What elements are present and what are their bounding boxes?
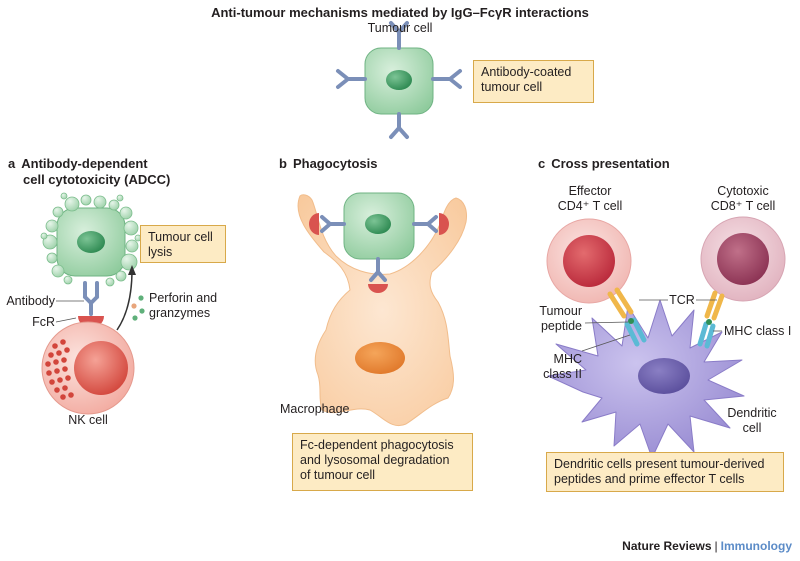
release-arrow <box>116 269 133 331</box>
phagocytosis-box: Fc-dependent phagocytosis and lysosomal … <box>292 433 473 491</box>
box-line: of tumour cell <box>300 468 376 482</box>
label-line: CD4⁺ T cell <box>557 199 623 213</box>
cytotoxic-granules <box>45 339 74 400</box>
panel-a-leaders <box>55 300 84 323</box>
label-line: Cytotoxic <box>717 184 769 198</box>
label-line: granzymes <box>149 306 211 320</box>
dendritic-nucleus <box>638 358 690 394</box>
panel-a-heading: a Antibody-dependent cell cytotoxicity (A… <box>8 156 170 188</box>
mhc-class-i-label: MHC class I <box>724 324 792 338</box>
mhc-class-ii-label: MHC class II <box>520 352 582 382</box>
top-tumour-cell-label: Tumour cell <box>367 21 433 35</box>
heading-line: Antibody-dependent <box>21 156 148 171</box>
box-line: lysis <box>148 245 173 259</box>
box-line: tumour cell <box>481 80 543 94</box>
box-line: Antibody-coated <box>481 65 572 79</box>
perforin-label: Perforin and granzymes <box>149 291 217 321</box>
adcc-antibody <box>83 281 99 316</box>
heading-line: cell cytotoxicity (ADCC) <box>23 172 171 187</box>
macrophage-label: Macrophage <box>280 402 350 416</box>
release-arrowhead <box>128 265 136 275</box>
macrophage <box>297 194 467 426</box>
label-line: class II <box>543 367 582 381</box>
effector-cd4-label: Effector CD4⁺ T cell <box>540 184 640 214</box>
phagocytosed-tumour-cell <box>343 192 415 260</box>
label-line: Dendritic <box>727 406 777 420</box>
box-line: Tumour cell <box>148 230 213 244</box>
nk-cell-label: NK cell <box>68 413 108 427</box>
panel-b-letter: b <box>279 156 287 171</box>
cd4-t-cell <box>546 218 632 304</box>
antibody-coated-box: Antibody-coated tumour cell <box>473 60 594 103</box>
dendritic-cell-label: Dendritic cell <box>722 406 782 436</box>
perforin-granules <box>131 295 145 321</box>
box-line: and lysosomal degradation <box>300 453 450 467</box>
journal-name: Nature Reviews <box>622 539 712 553</box>
tumour-nucleus <box>386 70 412 90</box>
label-line: MHC <box>553 352 582 366</box>
fcr-label: FcR <box>32 315 55 329</box>
macrophage-nucleus <box>355 342 405 374</box>
lysing-tumour-cell <box>40 192 142 287</box>
tumour-nucleus <box>77 231 105 253</box>
label-line: Perforin and <box>149 291 218 305</box>
journal-section: Immunology <box>720 539 792 553</box>
panel-b-heading: b Phagocytosis <box>279 156 377 172</box>
tumour-cell-lysis-box: Tumour cell lysis <box>140 225 226 263</box>
box-line: peptides and prime effector T cells <box>554 472 745 486</box>
label-line: cell <box>742 421 762 435</box>
box-line: Dendritic cells present tumour-derived <box>554 457 765 471</box>
cytotoxic-cd8-label: Cytotoxic CD8⁺ T cell <box>693 184 793 214</box>
tumour-peptide-label: Tumour peptide <box>520 304 582 334</box>
tcr-label: TCR <box>669 293 695 307</box>
panel-c-heading: c Cross presentation <box>538 156 670 172</box>
heading-text: Cross presentation <box>551 156 670 171</box>
top-tumour-cell <box>364 47 434 115</box>
credit-separator: | <box>714 539 718 553</box>
macrophage-fc-receptors <box>309 213 449 293</box>
label-line: Effector <box>568 184 612 198</box>
label-line: peptide <box>540 319 582 333</box>
membrane-blebs <box>40 192 142 287</box>
label-line: CD8⁺ T cell <box>710 199 776 213</box>
label-line: Tumour <box>539 304 582 318</box>
heading-text: Phagocytosis <box>292 156 378 171</box>
tcr-mhc-complexes <box>607 287 725 349</box>
journal-credit: Nature Reviews|Immunology <box>622 539 792 553</box>
box-line: Fc-dependent phagocytosis <box>300 438 454 452</box>
cd8-t-cell <box>700 216 786 302</box>
nk-cell <box>41 321 135 415</box>
panel-c-leaders <box>581 299 722 352</box>
phagocytosis-antibodies <box>320 215 438 282</box>
panel-a-letter: a <box>8 156 16 171</box>
antibody-label: Antibody <box>6 294 55 308</box>
top-antibodies <box>336 21 462 139</box>
panel-c-letter: c <box>538 156 546 171</box>
cross-presentation-box: Dendritic cells present tumour-derived p… <box>546 452 784 492</box>
figure-title: Anti-tumour mechanisms mediated by IgG–F… <box>211 5 589 20</box>
